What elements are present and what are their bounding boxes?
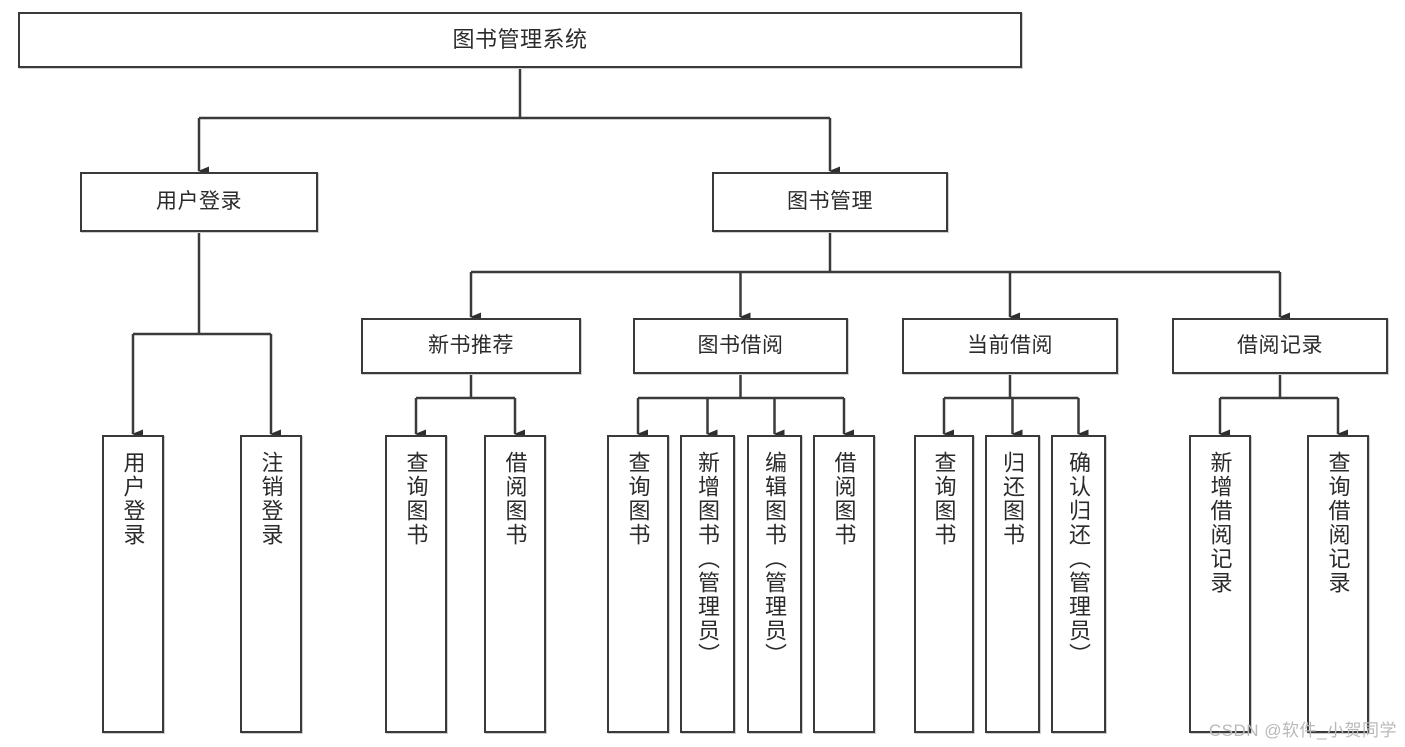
- node-label: 图书管理系统: [452, 27, 588, 53]
- node-label: 注销登录: [258, 451, 284, 547]
- node-label: 当前借阅: [967, 333, 1053, 357]
- node-label: 查询图书: [625, 451, 651, 547]
- node-leaf-query-3[interactable]: 查询图书: [914, 435, 974, 733]
- node-leaf-user-login[interactable]: 用户登录: [102, 435, 164, 733]
- node-leaf-add-book[interactable]: 新增图书（管理员）: [680, 435, 735, 733]
- node-borrow-record[interactable]: 借阅记录: [1172, 318, 1388, 374]
- node-user-login[interactable]: 用户登录: [80, 172, 318, 232]
- node-book-manage[interactable]: 图书管理: [712, 172, 948, 232]
- node-label: 借阅图书: [831, 451, 857, 547]
- node-root[interactable]: 图书管理系统: [18, 12, 1022, 68]
- node-label: 查询图书: [403, 451, 429, 547]
- node-book-borrow[interactable]: 图书借阅: [633, 318, 848, 374]
- node-label: 查询图书: [931, 451, 957, 547]
- node-label: 新增借阅记录: [1207, 451, 1233, 595]
- node-label: 图书借阅: [697, 333, 784, 357]
- node-leaf-return[interactable]: 归还图书: [985, 435, 1040, 733]
- node-label: 用户登录: [120, 451, 146, 547]
- node-label: 确认归还（管理员）: [1066, 451, 1092, 667]
- node-label: 图书管理: [787, 189, 873, 213]
- node-leaf-borrow-2[interactable]: 借阅图书: [813, 435, 875, 733]
- node-label: 编辑图书（管理员）: [762, 451, 788, 667]
- node-label: 借阅图书: [502, 451, 528, 547]
- node-leaf-edit-book[interactable]: 编辑图书（管理员）: [747, 435, 802, 733]
- node-leaf-query-2[interactable]: 查询图书: [607, 435, 669, 733]
- node-label: 用户登录: [156, 189, 242, 213]
- csdn-watermark: CSDN @软件_小贺同学: [1208, 721, 1397, 740]
- node-label: 新书推荐: [428, 333, 514, 357]
- node-current-borrow[interactable]: 当前借阅: [902, 318, 1118, 374]
- node-label: 归还图书: [1000, 451, 1026, 547]
- node-leaf-qry-record[interactable]: 查询借阅记录: [1307, 435, 1369, 733]
- edges: [131, 68, 1348, 439]
- node-new-book-rec[interactable]: 新书推荐: [361, 318, 581, 374]
- node-leaf-query-1[interactable]: 查询图书: [385, 435, 447, 733]
- node-label: 新增图书（管理员）: [695, 451, 721, 667]
- node-label: 查询借阅记录: [1325, 451, 1351, 595]
- node-leaf-borrow-1[interactable]: 借阅图书: [484, 435, 546, 733]
- node-leaf-add-record[interactable]: 新增借阅记录: [1189, 435, 1251, 733]
- node-label: 借阅记录: [1237, 333, 1323, 357]
- node-leaf-logout[interactable]: 注销登录: [240, 435, 302, 733]
- node-leaf-confirm[interactable]: 确认归还（管理员）: [1051, 435, 1106, 733]
